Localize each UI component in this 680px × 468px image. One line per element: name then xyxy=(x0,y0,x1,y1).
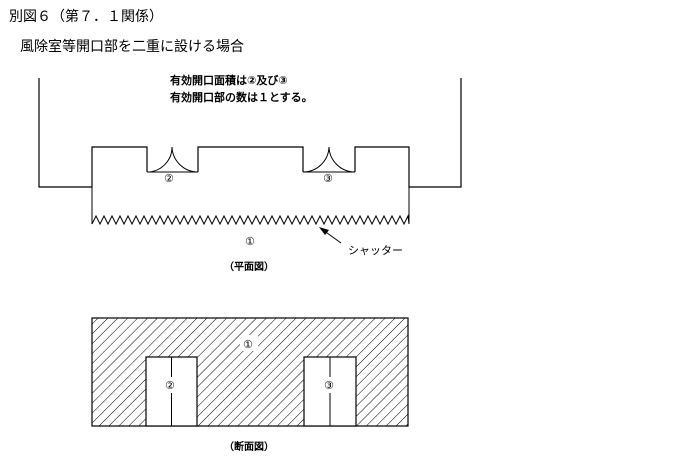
section-door2-label: ② xyxy=(165,379,175,392)
section-door3-label: ③ xyxy=(324,379,334,392)
plan-view-caption: （平面図） xyxy=(224,260,274,273)
plan-door2-label: ② xyxy=(164,172,174,185)
section-view-caption: （断面図） xyxy=(224,440,274,453)
left-exterior-wall xyxy=(38,78,148,188)
figure-title: 別図６（第７．１関係） xyxy=(9,9,163,25)
door-3-swing xyxy=(302,146,356,173)
right-exterior-wall xyxy=(354,78,462,188)
middle-wall xyxy=(197,146,304,172)
section-shutter-label: ① xyxy=(243,338,253,351)
plan-shutter-label: ① xyxy=(245,235,255,248)
plan-note-line2: 有効開口部の数は１とする。 xyxy=(170,90,313,104)
shutter-zigzag xyxy=(91,214,410,226)
plan-door3-label: ③ xyxy=(323,172,333,185)
door-2-swing xyxy=(146,146,199,173)
plan-view: 有効開口面積は②及び③ 有効開口部の数は１とする。 ② ③ ① シャッター （平… xyxy=(38,73,462,273)
section-shutter-hatched xyxy=(91,317,409,427)
shutter-caption: シャッター xyxy=(348,244,403,257)
plan-note-line1: 有効開口面積は②及び③ xyxy=(170,73,288,87)
section-view: ① ② ③ （断面図） xyxy=(91,317,409,453)
shutter-arrow xyxy=(319,227,342,244)
figure-subtitle: 風除室等開口部を二重に設ける場合 xyxy=(20,39,244,55)
